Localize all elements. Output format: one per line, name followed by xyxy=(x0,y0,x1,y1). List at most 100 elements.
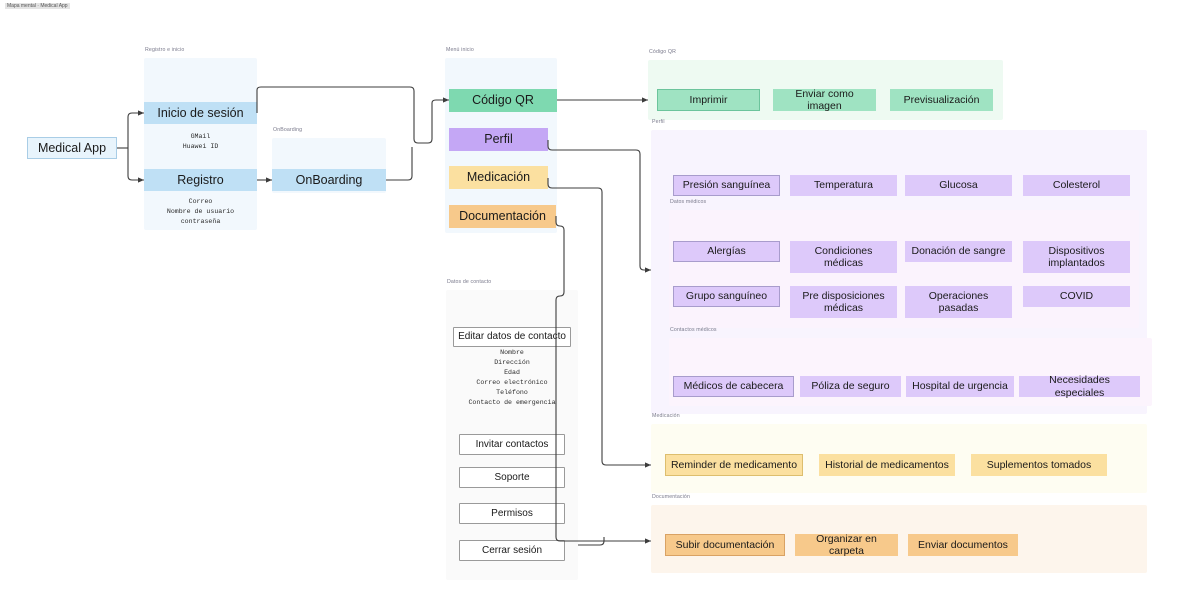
node-registro[interactable]: Registro xyxy=(144,169,257,191)
action-previsualizacion[interactable]: Previsualización xyxy=(890,89,993,111)
vital-label: Glucosa xyxy=(939,179,978,192)
medical-pre-disposiciones-medicas[interactable]: Pre disposiciones médicas xyxy=(790,286,897,318)
document-enviar-documentos[interactable]: Enviar documentos xyxy=(908,534,1018,556)
button-soporte[interactable]: Soporte xyxy=(459,467,565,488)
vital-glucosa[interactable]: Glucosa xyxy=(905,175,1012,196)
button-cerrar-sesion[interactable]: Cerrar sesión xyxy=(459,540,565,561)
button-label: Permisos xyxy=(491,507,533,519)
menu-item-codigo-qr[interactable]: Código QR xyxy=(449,89,557,112)
contact-medicos-de-cabecera[interactable]: Médicos de cabecera xyxy=(673,376,794,397)
medication-label: Suplementos tomados xyxy=(986,458,1092,471)
frame-contactos-medicos-label: Contactos médicos xyxy=(670,325,717,332)
contact-poliza-de-seguro[interactable]: Póliza de seguro xyxy=(800,376,901,397)
auth-login-fields: GMail Huawei ID xyxy=(144,132,257,152)
menu-item-perfil[interactable]: Perfil xyxy=(449,128,548,151)
medical-label: Condiciones médicas xyxy=(814,244,873,269)
vital-colesterol[interactable]: Colesterol xyxy=(1023,175,1130,196)
contacto-field: Teléfono xyxy=(496,389,528,397)
medical-grupo-sanguineo[interactable]: Grupo sanguíneo xyxy=(673,286,780,307)
auth-login-field: GMail xyxy=(190,133,211,140)
document-label: Subir documentación xyxy=(675,538,775,551)
contact-label: Necesidades especiales xyxy=(1049,374,1110,399)
frame-onboarding-label: OnBoarding xyxy=(273,125,303,132)
medication-label: Reminder de medicamento xyxy=(670,458,798,471)
medication-reminder-de-medicamento[interactable]: Reminder de medicamento xyxy=(665,454,803,476)
node-inicio-de-sesion[interactable]: Inicio de sesión xyxy=(144,102,257,124)
contacto-field: Dirección xyxy=(494,359,530,367)
contacto-field: Correo electrónico xyxy=(476,379,548,387)
button-label: Invitar contactos xyxy=(475,438,549,450)
frame-documentacion-label: Documentación xyxy=(652,492,691,499)
medical-covid[interactable]: COVID xyxy=(1023,286,1130,307)
auth-register-field: contraseña xyxy=(180,218,221,226)
menu-item-medicacion[interactable]: Medicación xyxy=(449,166,548,189)
medical-label: Pre disposiciones médicas xyxy=(802,289,885,314)
contacto-field: Nombre xyxy=(500,349,524,356)
button-label: Cerrar sesión xyxy=(481,544,543,556)
contacto-fields: Nombre Dirección Edad Correo electrónico… xyxy=(446,348,578,408)
button-editar-datos-de-contacto[interactable]: Editar datos de contacto xyxy=(453,327,571,347)
frame-auth-label: Registro e inicio xyxy=(145,45,185,52)
auth-login-field: Huawei ID xyxy=(182,143,219,151)
medication-historial-de-medicamentos[interactable]: Historial de medicamentos xyxy=(819,454,955,476)
root-node-label: Medical App xyxy=(37,140,107,155)
medical-donacion-de-sangre[interactable]: Donación de sangre xyxy=(905,241,1012,262)
frame-datos-medicos-label: Datos médicos xyxy=(670,197,707,204)
vital-presion-sanguinea[interactable]: Presión sanguínea xyxy=(673,175,780,196)
button-invitar-contactos[interactable]: Invitar contactos xyxy=(459,434,565,455)
contact-label: Hospital de urgencia xyxy=(912,380,1008,393)
vital-label: Temperatura xyxy=(814,179,873,192)
action-enviar-como-imagen[interactable]: Enviar como imagen xyxy=(773,87,876,112)
frame-medicacion-label: Medicación xyxy=(652,411,680,418)
frame-menu-label: Menú inicio xyxy=(446,45,474,52)
document-label: Enviar documentos xyxy=(918,538,1008,551)
medical-label: Grupo sanguíneo xyxy=(685,290,768,303)
frame-codigo-qr-label: Código QR xyxy=(649,47,677,54)
vital-label: Presión sanguínea xyxy=(682,179,771,192)
root-node-medical-app[interactable]: Medical App xyxy=(27,137,117,159)
menu-item-label: Perfil xyxy=(484,132,513,147)
action-imprimir[interactable]: Imprimir xyxy=(657,89,760,111)
medication-label: Historial de medicamentos xyxy=(825,458,949,471)
button-permisos[interactable]: Permisos xyxy=(459,503,565,524)
auth-register-field: Correo xyxy=(188,198,213,205)
contact-label: Médicos de cabecera xyxy=(683,380,784,393)
document-subir-documentacion[interactable]: Subir documentación xyxy=(665,534,785,556)
medical-label: Donación de sangre xyxy=(911,245,1006,258)
action-label: Enviar como imagen xyxy=(795,87,854,112)
medical-label: COVID xyxy=(1059,290,1094,303)
medication-suplementos-tomados[interactable]: Suplementos tomados xyxy=(971,454,1107,476)
frame-contacto-label: Datos de contacto xyxy=(447,277,492,284)
menu-item-label: Medicación xyxy=(466,170,531,185)
medical-dispositivos-implantados[interactable]: Dispositivos implantados xyxy=(1023,241,1130,273)
contacto-field: Edad xyxy=(504,369,520,377)
document-label: Organizar en carpeta xyxy=(816,532,877,557)
node-inicio-de-sesion-label: Inicio de sesión xyxy=(157,105,244,120)
node-onboarding[interactable]: OnBoarding xyxy=(272,169,386,191)
contact-label: Póliza de seguro xyxy=(811,380,890,393)
menu-item-documentacion[interactable]: Documentación xyxy=(449,205,556,228)
medical-alergias[interactable]: Alergías xyxy=(673,241,780,262)
button-label: Editar datos de contacto xyxy=(458,331,566,343)
auth-register-fields: Correo Nombre de usuario contraseña xyxy=(144,197,257,227)
menu-item-label: Código QR xyxy=(472,93,534,108)
contacto-field: Contacto de emergencia xyxy=(468,399,556,407)
menu-item-label: Documentación xyxy=(459,209,546,224)
frame-perfil-label: Perfil xyxy=(652,117,665,124)
frame-auth: Registro e inicio xyxy=(144,46,257,230)
node-registro-label: Registro xyxy=(177,172,224,187)
medical-operaciones-pasadas[interactable]: Operaciones pasadas xyxy=(905,286,1012,318)
medical-label: Operaciones pasadas xyxy=(928,289,989,314)
action-label: Imprimir xyxy=(689,93,728,106)
contact-hospital-de-urgencia[interactable]: Hospital de urgencia xyxy=(906,376,1014,397)
button-label: Soporte xyxy=(494,471,530,483)
medical-condiciones-medicas[interactable]: Condiciones médicas xyxy=(790,241,897,273)
document-organizar-en-carpeta[interactable]: Organizar en carpeta xyxy=(795,532,898,557)
vital-temperatura[interactable]: Temperatura xyxy=(790,175,897,196)
auth-register-field: Nombre de usuario xyxy=(166,208,235,216)
medical-label: Dispositivos implantados xyxy=(1048,244,1105,269)
contact-necesidades-especiales[interactable]: Necesidades especiales xyxy=(1019,374,1140,399)
canvas-corner-tag: Mapa mental · Medical App xyxy=(5,3,70,9)
node-onboarding-label: OnBoarding xyxy=(295,172,363,187)
